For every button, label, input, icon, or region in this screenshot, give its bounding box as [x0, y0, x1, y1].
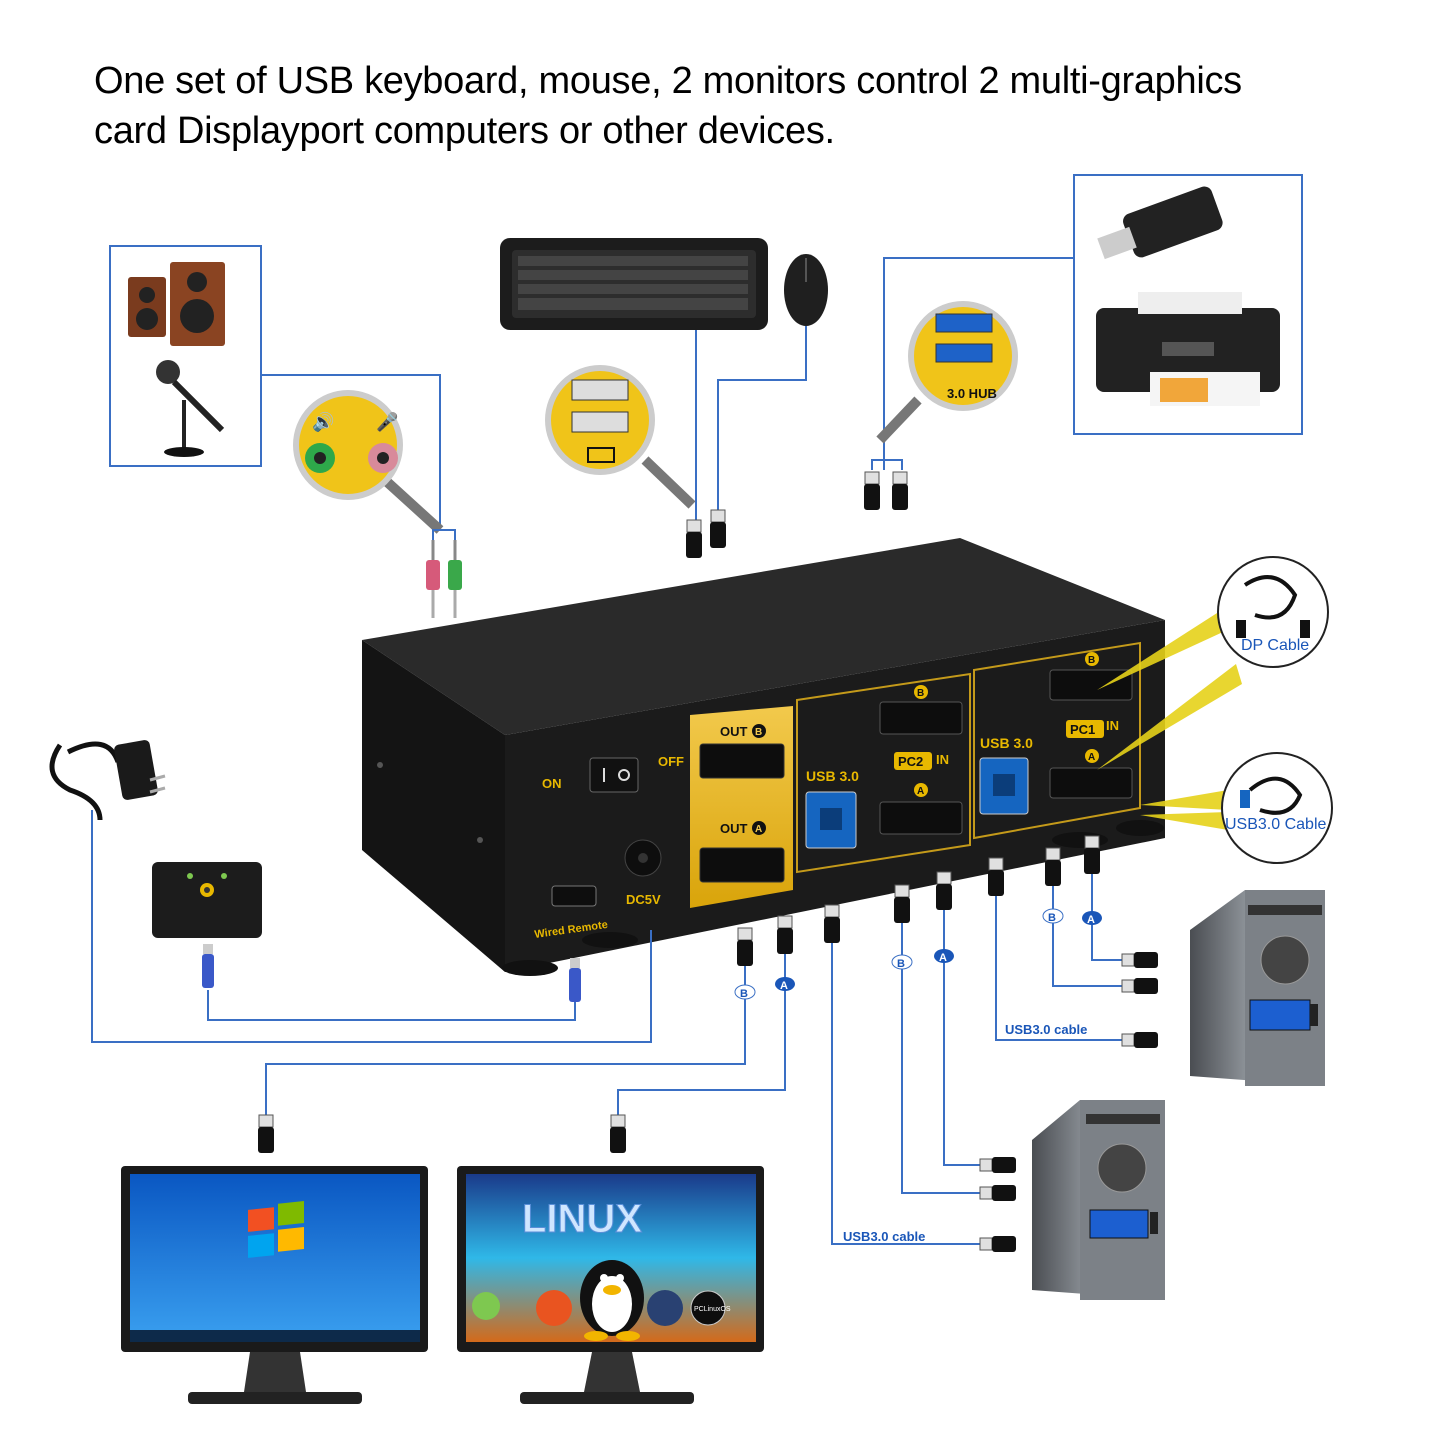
- pclinuxos-logo-icon: [690, 1290, 726, 1326]
- dp-out-a-port: [699, 847, 785, 883]
- audio-plugs: [426, 529, 462, 618]
- out-a-label: OUT: [720, 821, 748, 836]
- flash-drive-icon: [1097, 186, 1223, 260]
- pc1-tower-icon: [1190, 890, 1325, 1086]
- pc1-cable-tag-a: A: [1087, 914, 1095, 926]
- pc1-b-tag: B: [1088, 655, 1095, 666]
- out-a-tag: A: [755, 824, 762, 835]
- wired-remote-port: [551, 885, 597, 907]
- pc1-dp-b-port: [1049, 669, 1133, 701]
- speaker-icon: 🔊: [312, 411, 334, 433]
- speakers-icon: [128, 262, 225, 346]
- pc2-b-tag: B: [917, 688, 924, 699]
- out-b-tag: B: [755, 727, 762, 738]
- pc1-label: PC1: [1070, 722, 1095, 737]
- mint-logo-icon: [472, 1292, 500, 1320]
- mon-tag-b: B: [740, 988, 748, 1000]
- audio-devices-box: [109, 245, 262, 467]
- pc2-dp-b-port: [879, 701, 963, 735]
- kvm-switch: ON OFF DC5V Wired Remote OUT B OUT A USB…: [362, 538, 1165, 976]
- fedora-logo-icon: [647, 1290, 683, 1326]
- usb-hub-magnifier: 3.0 HUB: [876, 301, 1018, 444]
- pc1-cables: B A USB3.0 cable: [987, 835, 1159, 1049]
- pc1-in-label: IN: [1106, 718, 1119, 733]
- windows-logo-icon: [248, 1201, 304, 1258]
- audio-jack-magnifier: 🔊 🎤: [293, 390, 444, 534]
- usb30-cable-callout: USB3.0 Cable: [1140, 752, 1333, 864]
- pc1-cable-tag-b: B: [1048, 912, 1056, 924]
- tux-penguin-icon: [580, 1260, 644, 1341]
- pc2-usb-label: USB 3.0: [806, 768, 859, 784]
- pc1-usb30-cable-label: USB3.0 cable: [1005, 1022, 1087, 1037]
- dp-cable-callout: DP Cable: [1097, 556, 1329, 770]
- pc2-cable-tag-a: A: [939, 952, 947, 964]
- monitor-cables: B A: [257, 915, 795, 1154]
- pc1-usb-label: USB 3.0: [980, 735, 1033, 751]
- keyboard-icon: [500, 238, 768, 330]
- remote-cable: [202, 944, 581, 1021]
- monitor-right-icon: LINUX PCLinuxOS: [457, 1166, 764, 1404]
- headline-line-2: card Displayport computers or other devi…: [94, 110, 835, 152]
- linux-title: LINUX: [522, 1197, 642, 1241]
- power-switch: [589, 757, 639, 793]
- usb30-cable-label: USB3.0 Cable: [1225, 816, 1326, 833]
- monitor-left-icon: [121, 1166, 428, 1404]
- usb-km-magnifier: [545, 365, 696, 509]
- pc2-a-tag: A: [917, 786, 924, 797]
- pc1-dp-a-port: [1049, 767, 1133, 799]
- mic-small-icon: 🎤: [376, 411, 398, 432]
- dp-out-b-port: [699, 743, 785, 779]
- pc1-panel: [973, 641, 1141, 840]
- dc5v-label: DC5V: [626, 892, 661, 907]
- dp-cable-label: DP Cable: [1241, 637, 1309, 654]
- microphone-icon: [156, 360, 225, 457]
- power-adapter-icon: [49, 740, 166, 821]
- pc2-label: PC2: [898, 754, 923, 769]
- pc2-cables: B A USB3.0 cable: [823, 871, 1017, 1253]
- ubuntu-logo-icon: [536, 1290, 572, 1326]
- pc2-usb30-cable-label: USB3.0 cable: [843, 1229, 925, 1244]
- pc2-dp-a-port: [879, 801, 963, 835]
- pc1-a-tag: A: [1088, 752, 1095, 763]
- out-b-label: OUT: [720, 724, 748, 739]
- mouse-icon: [784, 254, 828, 326]
- pclinuxos-label: PCLinuxOS: [694, 1306, 731, 1313]
- headline: One set of USB keyboard, mouse, 2 monito…: [94, 56, 1414, 156]
- windows-screen: [130, 1174, 420, 1342]
- wired-remote-icon: [152, 862, 262, 938]
- switch-off-label: OFF: [658, 754, 684, 769]
- pc2-panel: [796, 672, 971, 874]
- headline-line-1: One set of USB keyboard, mouse, 2 monito…: [94, 60, 1242, 102]
- pc2-in-label: IN: [936, 752, 949, 767]
- pc2-tower-icon: [1032, 1100, 1165, 1300]
- hub-label: 3.0 HUB: [947, 386, 997, 401]
- mon-tag-a: A: [780, 980, 788, 992]
- pc2-cable-tag-b: B: [897, 958, 905, 970]
- switch-on-label: ON: [542, 776, 562, 791]
- printer-icon: [1096, 292, 1280, 406]
- keyboard-small-icon: [587, 447, 615, 463]
- usb-devices-box: [1073, 174, 1303, 435]
